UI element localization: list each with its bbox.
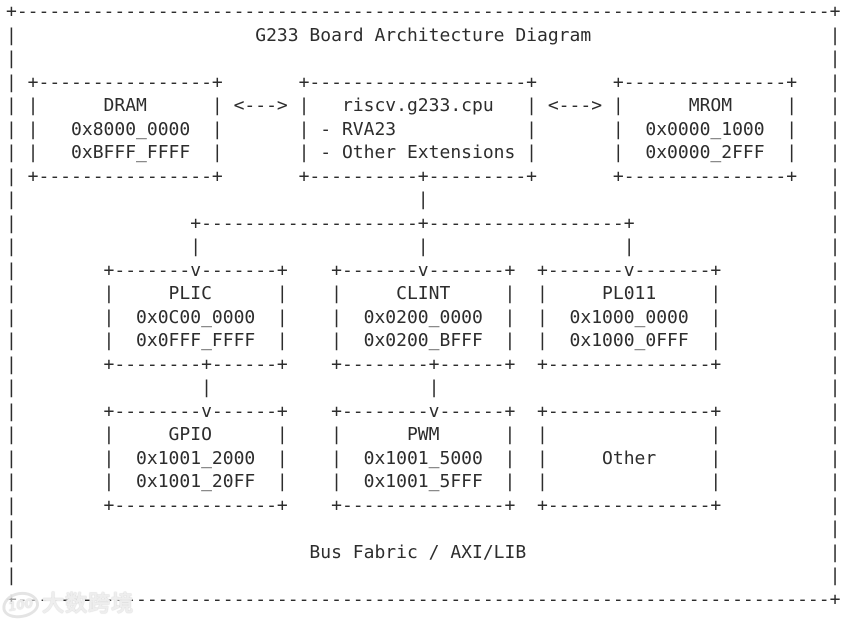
ascii-architecture-diagram: +---------------------------------------… <box>6 1 841 610</box>
